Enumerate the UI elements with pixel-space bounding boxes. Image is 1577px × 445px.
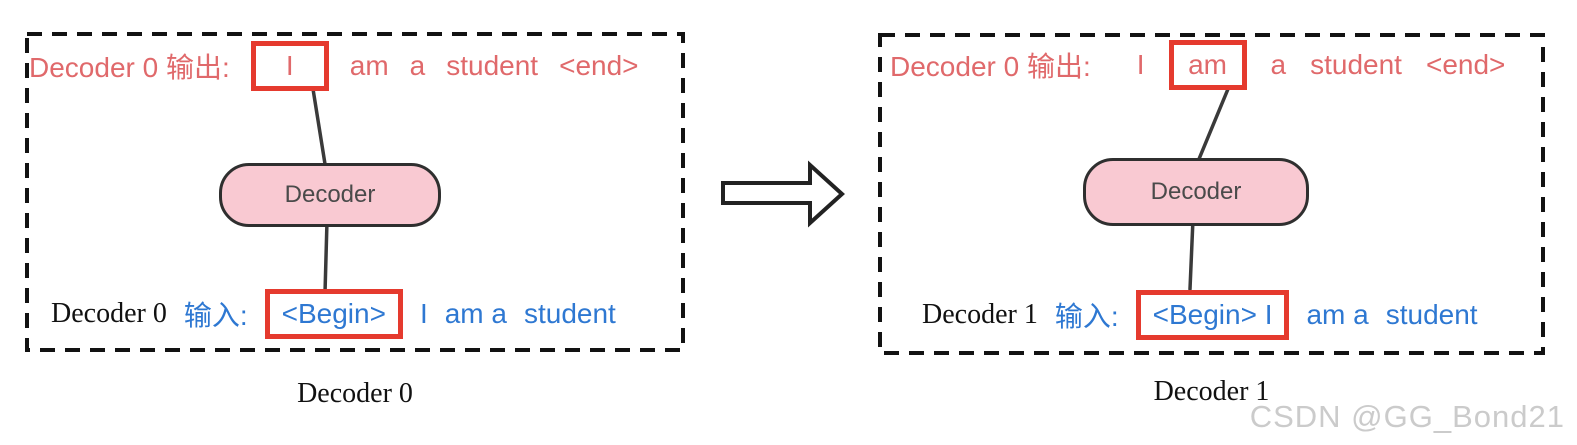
decoder1-block: Decoder: [1083, 158, 1309, 226]
highlighted-token: <Begin>: [264, 289, 403, 339]
right-output-connector-line: [1197, 87, 1230, 161]
decoder0-input-label: 输入:: [183, 300, 248, 331]
token: student: [1310, 49, 1402, 80]
token: a: [409, 50, 426, 81]
decoder1-output-label: Decoder 0 输出:: [890, 51, 1091, 82]
token: am: [349, 50, 389, 81]
decoder1-input-row: Decoder 1 输入: <Begin> I am a student: [922, 283, 1478, 347]
token: I: [1136, 49, 1145, 80]
token: I: [419, 298, 428, 329]
watermark: CSDN @GG_Bond21: [1249, 399, 1565, 434]
decoder0-output-label: Decoder 0 输出:: [29, 52, 230, 83]
token: <end>: [559, 50, 639, 81]
token: student: [523, 298, 616, 329]
decoder0-block-label: Decoder: [284, 181, 376, 208]
right-arrow-icon: [721, 160, 845, 228]
token: student: [1385, 299, 1478, 330]
token: am a: [444, 298, 507, 329]
left-panel-dashed-border: [25, 32, 685, 352]
left-output-connector-line: [311, 87, 327, 166]
right-panel-dashed-border: [878, 33, 1545, 355]
left-input-connector-line: [323, 219, 329, 295]
decoder1-caption: Decoder 1: [1153, 376, 1270, 407]
token: student: [446, 50, 539, 81]
token: <end>: [1425, 49, 1506, 80]
token: am a: [1306, 299, 1369, 330]
decoder1-input-label: 输入:: [1054, 301, 1119, 332]
right-input-connector-line: [1188, 217, 1195, 291]
decoder0-input-name: Decoder 0: [51, 298, 167, 329]
decoder0-caption: Decoder 0: [297, 378, 413, 409]
decoder0-block: Decoder: [219, 163, 441, 227]
token: a: [1270, 49, 1287, 80]
highlighted-token: <Begin> I: [1135, 290, 1290, 340]
highlighted-token: am: [1168, 40, 1247, 90]
highlighted-token: I: [250, 41, 329, 91]
decoder1-block-label: Decoder: [1150, 178, 1242, 205]
decoder1-input-name: Decoder 1: [922, 299, 1038, 330]
